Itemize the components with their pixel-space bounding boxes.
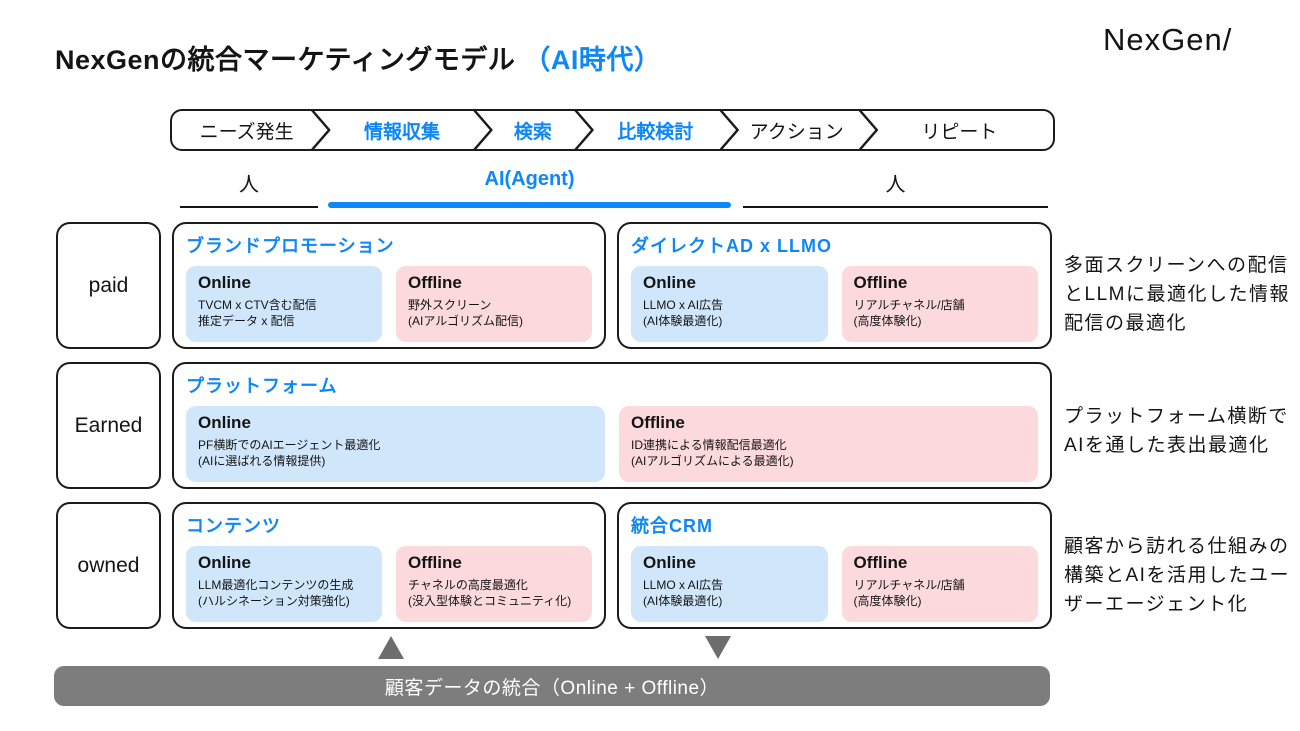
actor-label: 人 xyxy=(239,174,259,196)
actor-human-right: 人 xyxy=(743,168,1048,208)
online-heading: Online xyxy=(198,273,251,292)
arrow-up-icon xyxy=(378,636,404,659)
online-detail-2: (AI体験最適化) xyxy=(643,594,723,609)
journey-flow-bar: ニーズ発生 情報収集 検索 比較検討 アクション リピート xyxy=(170,109,1055,151)
box-brand-promotion: ブランドプロモーション Online TVCM x CTV含む配信 推定データ … xyxy=(172,222,606,349)
page-title-accent: （AI時代） xyxy=(523,45,662,75)
arrow-down-icon xyxy=(705,636,731,659)
online-detail-1: LLMO x AI広告 xyxy=(643,298,724,312)
offline-box: Offline ID連携による情報配信最適化 (AIアルゴリズムによる最適化) xyxy=(619,406,1038,482)
note-line: 構築とAIを活用したユー xyxy=(1064,565,1290,586)
flow-step-label: アクション xyxy=(749,121,844,143)
row-label-text: Earned xyxy=(74,413,143,437)
row-label-paid: paid xyxy=(56,222,161,349)
online-detail-1: PF横断でのAIエージェント最適化 xyxy=(198,438,381,452)
flow-step-action: アクション xyxy=(727,111,865,149)
note-line: ザーエージェント化 xyxy=(1064,594,1249,615)
ai-underline xyxy=(328,202,731,208)
data-integration-label: 顧客データの統合（Online + Offline） xyxy=(384,677,720,699)
flow-step-info-gathering: 情報収集 xyxy=(321,111,482,149)
row-label-text: paid xyxy=(88,273,129,297)
online-detail-1: LLMO x AI広告 xyxy=(643,578,724,592)
offline-heading: Offline xyxy=(853,273,908,292)
underline xyxy=(743,205,1048,208)
offline-heading: Offline xyxy=(408,553,462,572)
online-detail-2: (ハルシネーション対策強化) xyxy=(198,594,350,609)
underline xyxy=(180,205,318,208)
note-line: プラットフォーム横断で xyxy=(1064,406,1289,427)
row-label-text: owned xyxy=(77,553,140,577)
online-detail-2: 推定データ x 配信 xyxy=(198,314,295,329)
offline-heading: Offline xyxy=(631,413,685,432)
box-direct-ad-llmo: ダイレクトAD x LLMO Online LLMO x AI広告 (AI体験最… xyxy=(617,222,1052,349)
note-line: AIを通した表出最適化 xyxy=(1064,435,1270,456)
note-line: とLLMに最適化した情報 xyxy=(1064,284,1290,305)
actor-label: 人 xyxy=(885,174,906,196)
online-detail-2: (AIに選ばれる情報提供) xyxy=(198,454,326,469)
offline-detail-2: (高度体験化) xyxy=(853,314,922,329)
online-detail-1: TVCM x CTV含む配信 xyxy=(198,298,317,312)
note-line: 多面スクリーンへの配信 xyxy=(1064,255,1289,276)
flow-step-label: 情報収集 xyxy=(363,121,440,143)
box-title: コンテンツ xyxy=(186,516,281,536)
note-owned: 顧客から訪れる仕組みの 構築とAIを活用したユー ザーエージェント化 xyxy=(1064,532,1290,619)
flow-step-label: 比較検討 xyxy=(617,121,694,143)
offline-heading: Offline xyxy=(408,273,462,292)
flow-step-repeat: リピート xyxy=(866,111,1053,149)
chevron-separator-icons xyxy=(311,111,879,149)
row-label-owned: owned xyxy=(56,502,161,629)
offline-detail-2: (高度体験化) xyxy=(853,594,922,609)
flow-step-label: リピート xyxy=(921,121,998,143)
offline-heading: Offline xyxy=(853,553,908,572)
offline-detail-1: チャネルの高度最適化 xyxy=(408,578,528,592)
offline-detail-1: 野外スクリーン xyxy=(408,298,492,312)
note-paid: 多面スクリーンへの配信 とLLMに最適化した情報 配信の最適化 xyxy=(1064,251,1290,338)
online-heading: Online xyxy=(198,553,251,572)
flow-step-compare: 比較検討 xyxy=(583,111,727,149)
online-heading: Online xyxy=(643,553,696,572)
offline-box: Offline 野外スクリーン (AIアルゴリズム配信) xyxy=(396,266,592,342)
offline-box: Offline リアルチャネル/店舗 (高度体験化) xyxy=(841,266,1038,342)
online-heading: Online xyxy=(643,273,696,292)
note-line: 顧客から訪れる仕組みの xyxy=(1064,536,1290,557)
box-integrated-crm: 統合CRM Online LLMO x AI広告 (AI体験最適化) Offli… xyxy=(617,502,1052,629)
box-platform: プラットフォーム Online PF横断でのAIエージェント最適化 (AIに選ば… xyxy=(172,362,1052,489)
brand-logo: NexGen/ xyxy=(1103,22,1233,57)
online-heading: Online xyxy=(198,413,251,432)
box-content: コンテンツ Online LLM最適化コンテンツの生成 (ハルシネーション対策強… xyxy=(172,502,606,629)
note-line: 配信の最適化 xyxy=(1064,313,1188,334)
note-earned: プラットフォーム横断で AIを通した表出最適化 xyxy=(1064,402,1289,460)
offline-detail-2: (没入型体験とコミュニティ化) xyxy=(408,594,572,609)
online-box: Online LLM最適化コンテンツの生成 (ハルシネーション対策強化) xyxy=(186,546,382,622)
box-title: 統合CRM xyxy=(631,516,713,536)
offline-detail-1: ID連携による情報配信最適化 xyxy=(631,438,787,452)
online-box: Online TVCM x CTV含む配信 推定データ x 配信 xyxy=(186,266,382,342)
offline-box: Offline リアルチャネル/店舗 (高度体験化) xyxy=(841,546,1038,622)
flow-step-label: ニーズ発生 xyxy=(199,121,294,143)
actor-ai-agent: AI(Agent) xyxy=(328,168,731,208)
online-box: Online LLMO x AI広告 (AI体験最適化) xyxy=(631,546,828,622)
offline-box: Offline チャネルの高度最適化 (没入型体験とコミュニティ化) xyxy=(396,546,592,622)
page-title: NexGenの統合マーケティングモデル （AI時代） xyxy=(55,38,661,77)
online-box: Online PF横断でのAIエージェント最適化 (AIに選ばれる情報提供) xyxy=(186,406,605,482)
actor-label: AI(Agent) xyxy=(484,168,575,190)
offline-detail-2: (AIアルゴリズムによる最適化) xyxy=(631,454,794,469)
offline-detail-1: リアルチャネル/店舗 xyxy=(853,298,965,312)
flow-step-needs: ニーズ発生 xyxy=(172,111,321,149)
online-box: Online LLMO x AI広告 (AI体験最適化) xyxy=(631,266,828,342)
row-label-earned: Earned xyxy=(56,362,161,489)
offline-detail-1: リアルチャネル/店舗 xyxy=(853,578,965,592)
online-detail-1: LLM最適化コンテンツの生成 xyxy=(198,578,354,592)
box-title: ブランドプロモーション xyxy=(186,236,395,256)
page-title-main: NexGenの統合マーケティングモデル xyxy=(55,45,516,75)
online-detail-2: (AI体験最適化) xyxy=(643,314,723,329)
data-integration-bar: 顧客データの統合（Online + Offline） xyxy=(54,666,1050,706)
flow-step-search: 検索 xyxy=(483,111,584,149)
offline-detail-2: (AIアルゴリズム配信) xyxy=(408,314,523,329)
actor-human-left: 人 xyxy=(180,168,318,208)
box-title: プラットフォーム xyxy=(186,376,338,396)
box-title: ダイレクトAD x LLMO xyxy=(631,236,832,256)
flow-step-label: 検索 xyxy=(513,121,552,143)
